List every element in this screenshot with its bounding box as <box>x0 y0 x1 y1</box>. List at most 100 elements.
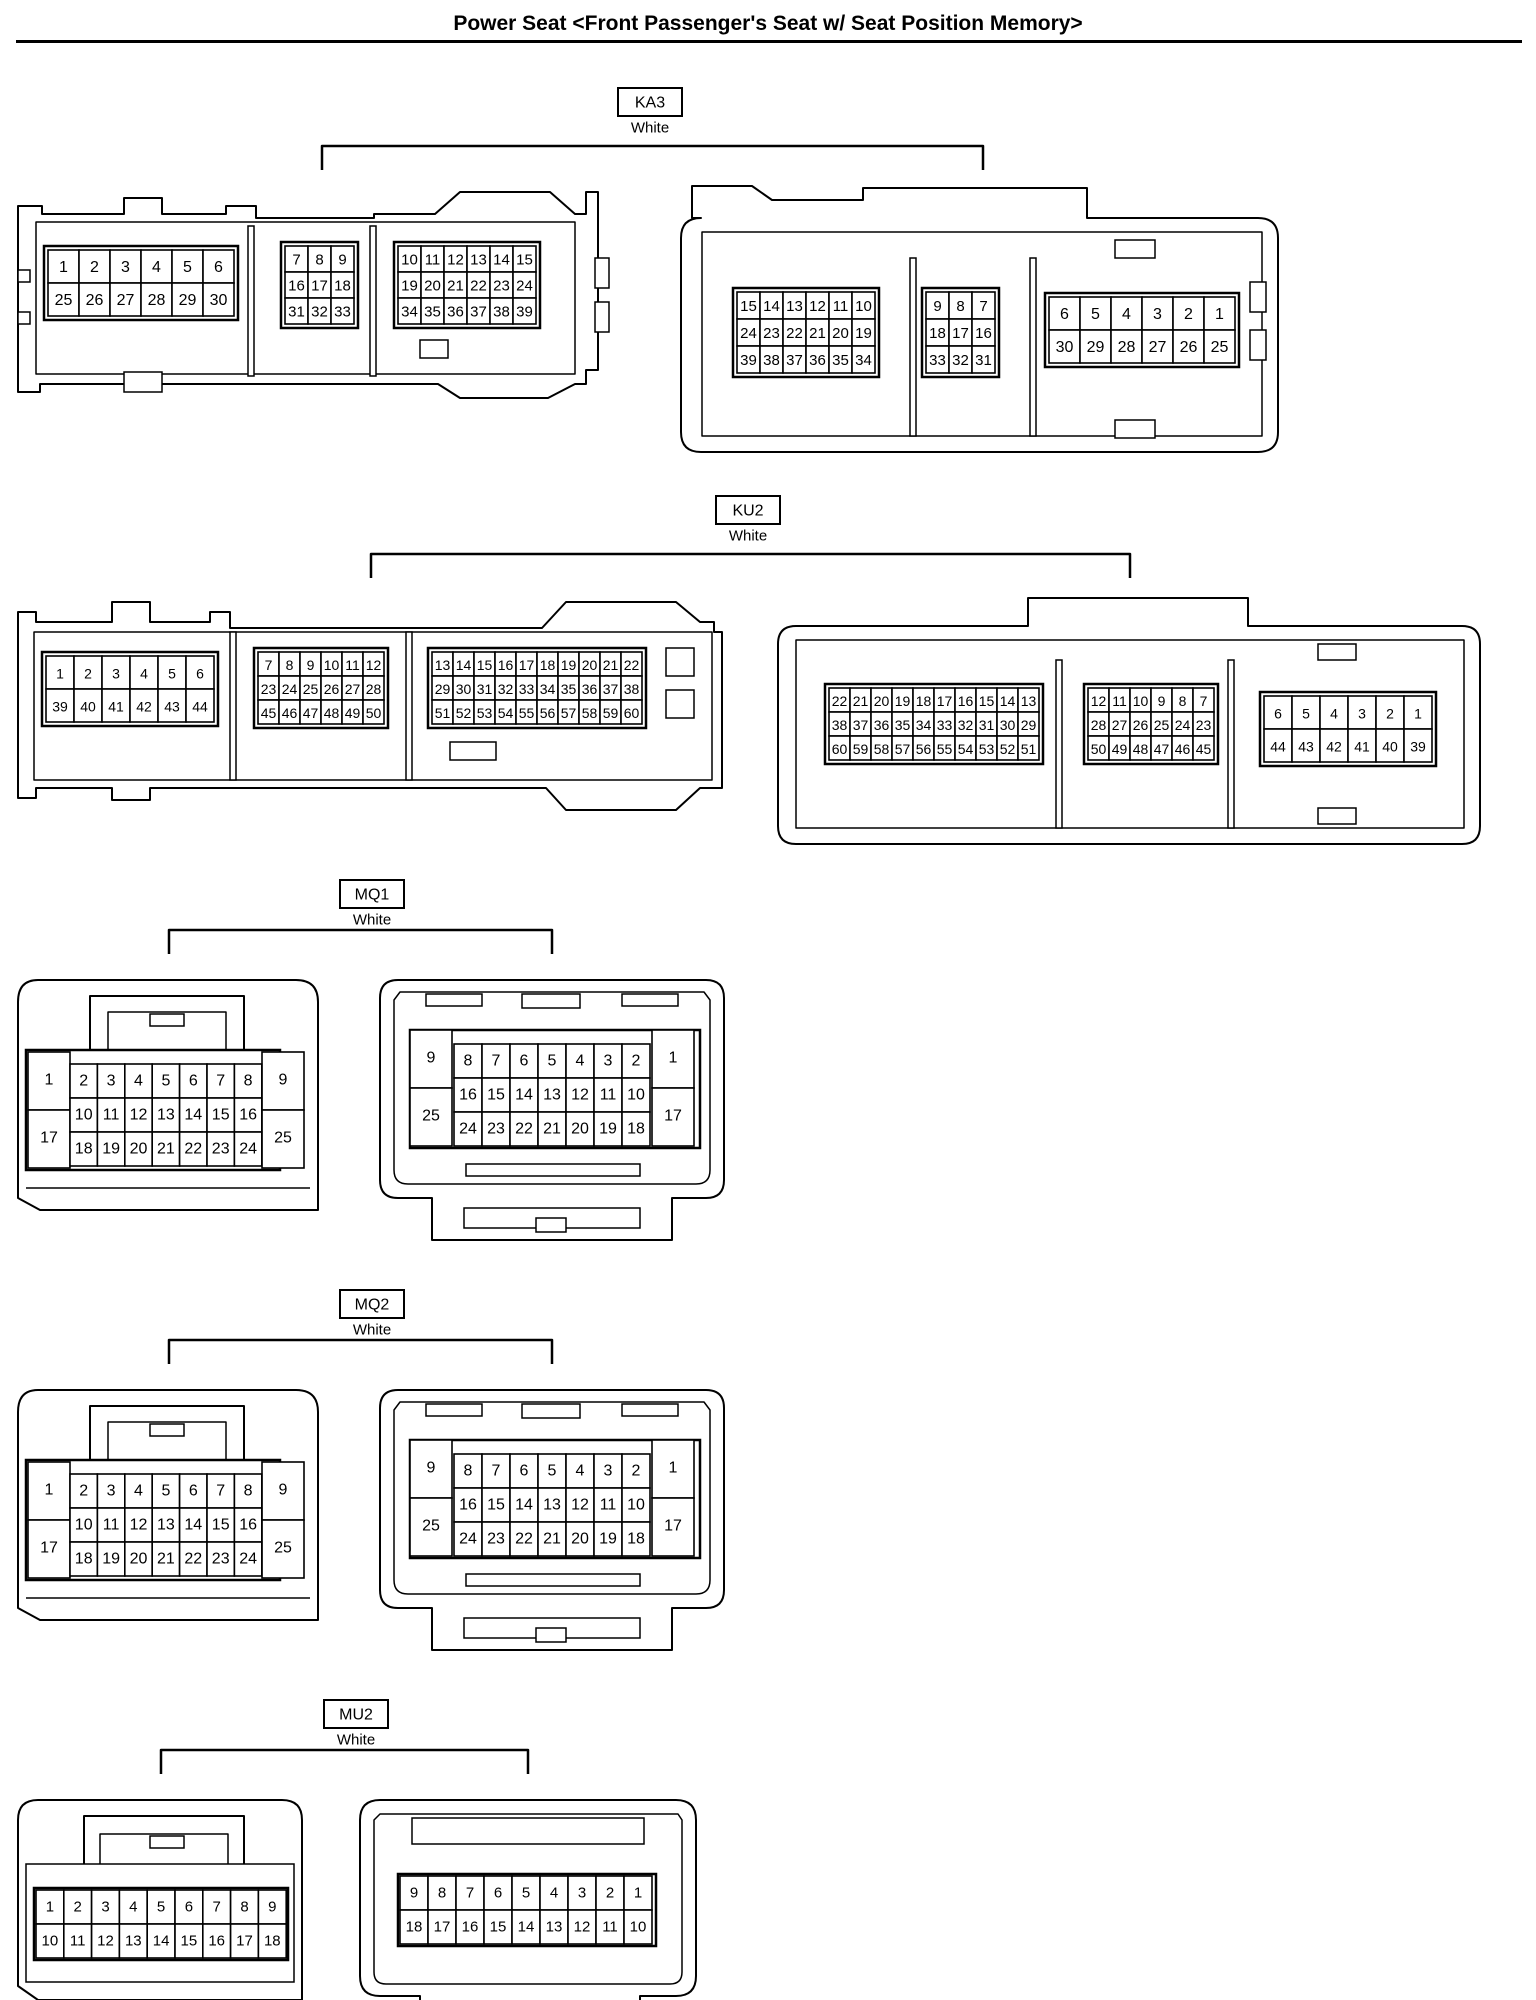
pin-number: 12 <box>809 298 826 315</box>
pin-number: 20 <box>832 325 849 342</box>
pin-number: 32 <box>498 681 514 697</box>
pin-number: 49 <box>345 705 361 721</box>
pin-cell <box>1172 296 1205 331</box>
latch-arm <box>83 1815 245 1864</box>
pin-number: 37 <box>603 681 619 697</box>
pin-number: 2 <box>606 1885 614 1902</box>
side-tab <box>594 301 610 333</box>
pin-number: 5 <box>161 1483 170 1500</box>
pin-number: 42 <box>1326 739 1342 755</box>
connector-id: MQ2 <box>355 1297 390 1314</box>
pin-number: 10 <box>42 1933 59 1950</box>
pin-number: 15 <box>487 1087 505 1104</box>
pin-cell <box>362 699 385 725</box>
pin-number: 7 <box>492 1053 501 1070</box>
pin-number: 13 <box>435 657 451 673</box>
pin-number: 9 <box>307 657 315 673</box>
pin-number: 4 <box>576 1463 585 1480</box>
pin-cell <box>1375 695 1405 730</box>
pin-number: 5 <box>548 1053 557 1070</box>
pin-cell-tall <box>651 1029 695 1089</box>
pin-number: 14 <box>515 1497 533 1514</box>
pin-number: 10 <box>627 1087 645 1104</box>
pin-cell <box>512 297 537 325</box>
pin-number: 22 <box>515 1531 533 1548</box>
pin-number: 1 <box>669 1460 678 1477</box>
pin-number: 14 <box>1000 693 1016 709</box>
pin-number: 30 <box>210 292 228 309</box>
pin-number: 34 <box>855 352 872 369</box>
pin-number: 6 <box>196 666 204 682</box>
pin-number: 13 <box>470 252 487 269</box>
latch-arm-inner <box>99 1833 229 1864</box>
pin-number: 11 <box>103 1107 120 1124</box>
pin-number: 14 <box>493 252 510 269</box>
pin-number: 5 <box>522 1885 530 1902</box>
housing-outline <box>379 979 725 1241</box>
pin-number: 40 <box>1382 739 1398 755</box>
pin-number: 8 <box>240 1899 248 1916</box>
pin-number: 1 <box>59 259 68 276</box>
pin-number: 6 <box>189 1483 198 1500</box>
pin-number: 57 <box>895 741 911 757</box>
pin-number: 14 <box>184 1517 202 1534</box>
pin-number: 13 <box>546 1919 563 1936</box>
pin-number: 26 <box>86 292 104 309</box>
pin-number: 17 <box>664 1108 682 1125</box>
pin-cell <box>971 345 996 374</box>
housing-inner <box>33 631 713 781</box>
pin-number: 34 <box>916 717 932 733</box>
pin-cell <box>455 1875 485 1911</box>
pin-cell <box>565 1453 595 1489</box>
pin-number: 22 <box>515 1121 533 1138</box>
pin-cell <box>593 1521 623 1557</box>
pin-number: 4 <box>550 1885 558 1902</box>
pin-cell <box>62 1923 93 1959</box>
pin-cell <box>509 1043 539 1079</box>
pin-number: 18 <box>334 278 351 295</box>
pin-number: 3 <box>107 1073 116 1090</box>
pin-number: 20 <box>874 693 890 709</box>
pin-number: 7 <box>292 252 300 269</box>
pin-cell <box>202 249 235 284</box>
latch-arm <box>89 995 245 1052</box>
pin-number: 11 <box>1112 693 1127 709</box>
housing-outline <box>777 597 1481 845</box>
pin-cell <box>483 1909 513 1945</box>
pin-cell <box>140 282 173 317</box>
pin-cell-tall <box>27 1519 71 1579</box>
pin-cell <box>157 655 187 690</box>
top-slot <box>621 1403 679 1417</box>
pin-number: 20 <box>571 1531 589 1548</box>
pin-number: 54 <box>958 741 974 757</box>
latch-arm-inner <box>107 1011 227 1052</box>
pin-cell <box>178 1473 208 1509</box>
pin-cell <box>1141 296 1174 331</box>
pin-number: 35 <box>424 304 441 321</box>
pin-number: 8 <box>244 1483 253 1500</box>
pin-number: 10 <box>75 1107 93 1124</box>
pin-number: 2 <box>79 1073 88 1090</box>
pin-cell <box>1172 329 1205 364</box>
pin-number: 7 <box>1200 693 1208 709</box>
pin-number: 28 <box>148 292 166 309</box>
pin-number: 8 <box>956 298 964 315</box>
pin-number: 19 <box>102 1141 120 1158</box>
pin-number: 6 <box>214 259 223 276</box>
pin-number: 11 <box>602 1919 618 1936</box>
pin-cell <box>509 1453 539 1489</box>
pin-number: 5 <box>168 666 176 682</box>
pin-number: 13 <box>157 1517 175 1534</box>
pin-number: 6 <box>1274 706 1282 722</box>
pin-number: 41 <box>108 699 124 715</box>
pin-number: 29 <box>1087 339 1105 356</box>
housing-inner <box>373 1813 683 1985</box>
pin-number: 12 <box>97 1933 114 1950</box>
pin-number: 24 <box>1175 717 1191 733</box>
pin-number: 15 <box>477 657 493 673</box>
pin-number: 18 <box>75 1551 93 1568</box>
